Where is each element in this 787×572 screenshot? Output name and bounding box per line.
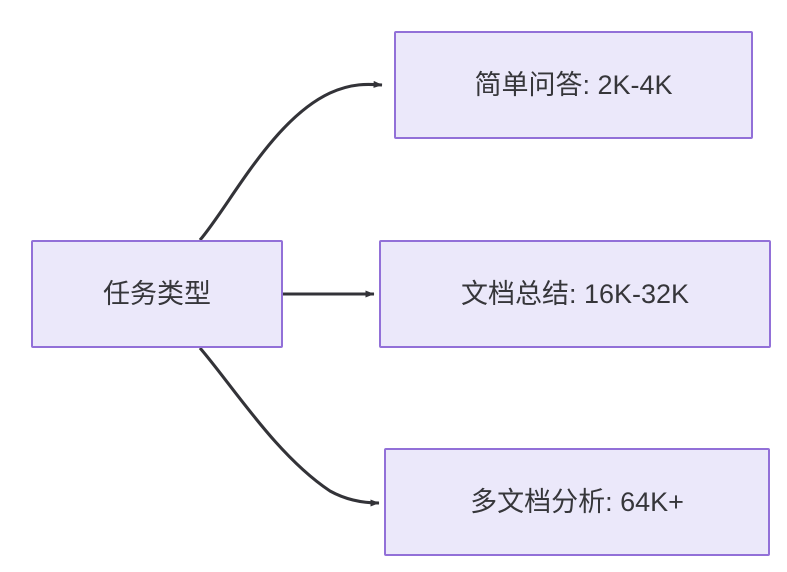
node-task-type-root[interactable]: 任务类型 (31, 240, 283, 348)
node-document-summary[interactable]: 文档总结: 16K-32K (379, 240, 771, 348)
node-label: 多文档分析: 64K+ (470, 486, 684, 517)
node-label: 文档总结: 16K-32K (460, 278, 690, 309)
node-simple-qa[interactable]: 简单问答: 2K-4K (394, 31, 753, 139)
edge-source-to-multidoc-analysis (198, 346, 380, 507)
node-label: 任务类型 (103, 278, 211, 309)
node-multidoc-analysis[interactable]: 多文档分析: 64K+ (384, 448, 770, 556)
node-label: 简单问答: 2K-4K (474, 69, 673, 100)
edge-source-to-simple-qa (198, 80, 383, 242)
